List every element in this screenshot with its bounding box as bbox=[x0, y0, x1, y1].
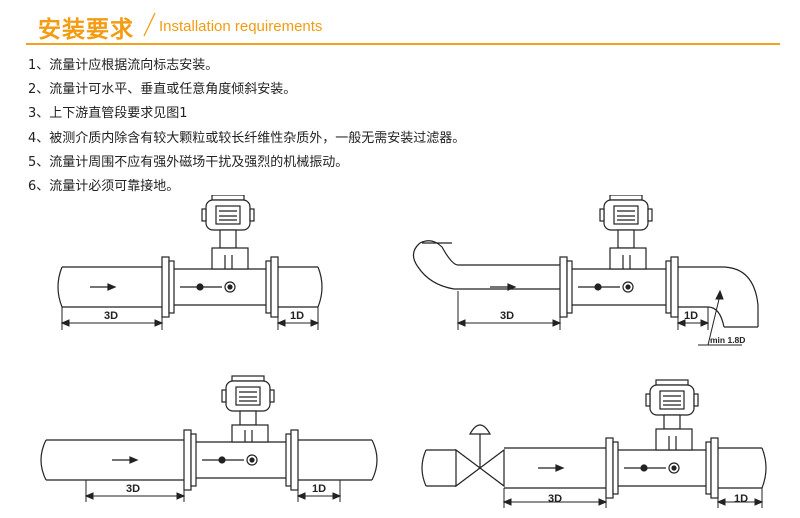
downstream-label: 1D bbox=[312, 483, 326, 495]
vortex-flowmeter-icon bbox=[202, 375, 275, 466]
installation-diagram-straight: 3D 1D bbox=[57, 195, 323, 330]
downstream-dimension bbox=[296, 480, 342, 502]
section-header: 安装要求 Installation requirements bbox=[26, 6, 780, 45]
upstream-label: 3D bbox=[104, 310, 118, 322]
installation-diagram-long: 3D 1D bbox=[40, 375, 378, 502]
upstream-label: 3D bbox=[500, 310, 514, 322]
upstream-dimension bbox=[60, 307, 164, 330]
list-item: 2、流量计可水平、垂直或任意角度倾斜安装。 bbox=[28, 82, 297, 98]
downstream-dimension bbox=[676, 307, 710, 330]
flow-arrow-icon bbox=[490, 283, 517, 291]
downstream-dimension bbox=[716, 488, 764, 508]
downstream-dimension bbox=[276, 307, 320, 330]
list-item: 6、流量计必须可靠接地。 bbox=[28, 178, 180, 194]
requirements-list: 1、流量计应根据流向标志安装。 2、流量计可水平、垂直或任意角度倾斜安装。 3、… bbox=[28, 54, 465, 199]
list-item: 1、流量计应根据流向标志安装。 bbox=[28, 58, 219, 73]
min-distance-leader bbox=[698, 289, 742, 346]
vortex-flowmeter-icon bbox=[180, 195, 255, 293]
flow-arrow-icon bbox=[538, 464, 565, 472]
flow-arrow-icon bbox=[112, 456, 139, 464]
slash-divider-icon bbox=[143, 12, 156, 37]
upstream-dimension bbox=[84, 480, 186, 502]
vortex-flowmeter-icon bbox=[624, 379, 699, 474]
installation-diagram-valve: 3D 1D bbox=[421, 379, 767, 508]
downstream-label: 1D bbox=[734, 493, 748, 505]
upstream-dimension bbox=[502, 488, 608, 508]
downstream-label: 1D bbox=[684, 310, 698, 322]
section-title: 安装要求 bbox=[38, 17, 134, 43]
upstream-label: 3D bbox=[126, 483, 140, 495]
installation-diagram-elbow: 3D 1D min 1.8D bbox=[412, 195, 759, 346]
downstream-label: 1D bbox=[290, 310, 304, 322]
upstream-label: 3D bbox=[548, 493, 562, 505]
section-subtitle: Installation requirements bbox=[159, 18, 323, 35]
header-divider bbox=[26, 43, 780, 45]
list-item: 4、被测介质内除含有较大颗粒或较长纤维性杂质外，一般无需安装过滤器。 bbox=[28, 130, 466, 146]
upstream-dimension bbox=[456, 291, 562, 330]
list-item: 3、上下游直管段要求见图1 bbox=[28, 106, 188, 122]
min-distance-note: min 1.8D bbox=[710, 335, 745, 345]
flow-arrow-icon bbox=[90, 283, 117, 291]
vortex-flowmeter-icon bbox=[578, 195, 653, 293]
list-item: 5、流量计周围不应有强外磁场干扰及强烈的机械振动。 bbox=[28, 154, 349, 170]
